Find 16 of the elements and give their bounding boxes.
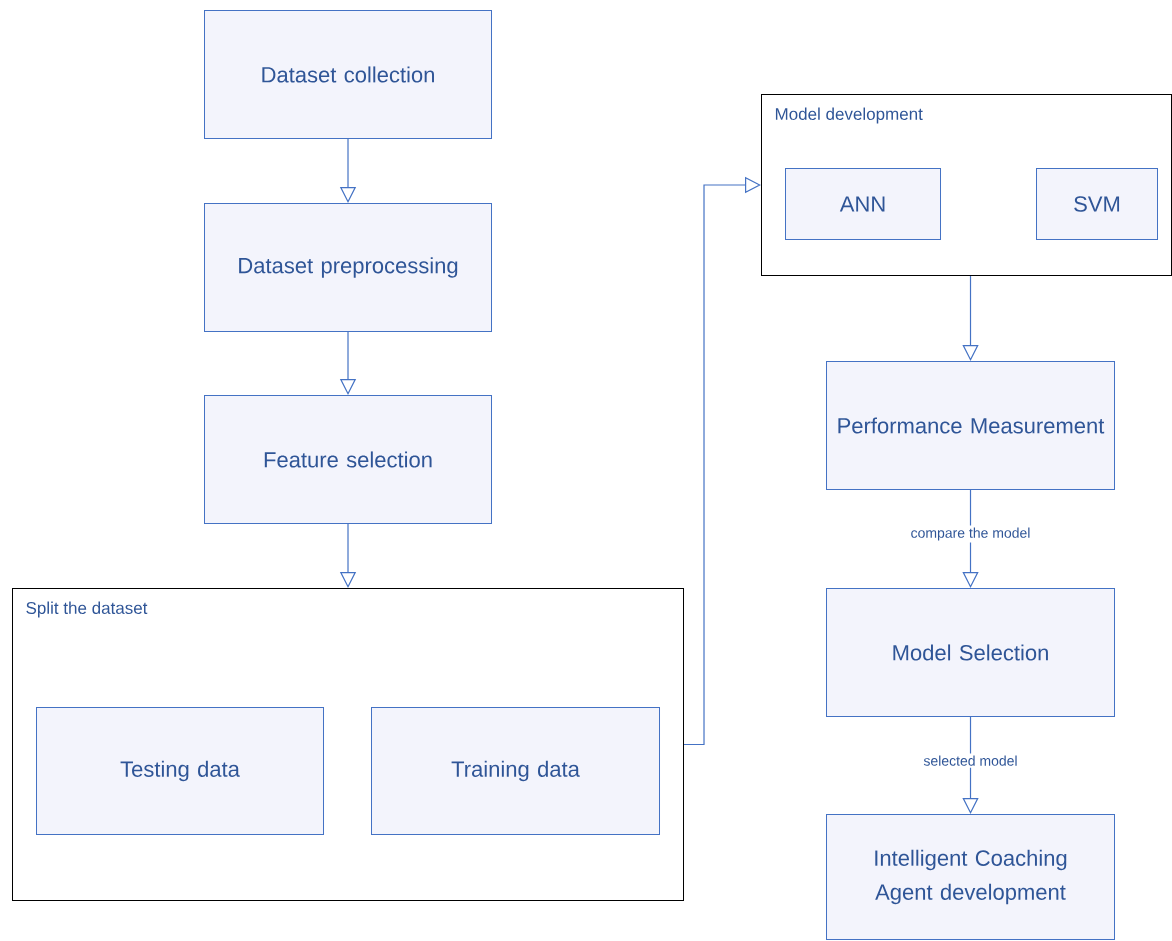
arrow [962,716,979,814]
process-box: Model Selection [826,588,1115,717]
process-box: Dataset preprocessing [204,203,492,332]
process-box: Dataset collection [204,10,492,139]
arrow [683,176,761,746]
edge-label: selected model [921,753,1020,768]
model-box: Training data [371,707,660,835]
edge-label: compare the model [908,525,1033,543]
model-box: ANN [785,168,941,240]
model-box: SVM [1036,168,1158,240]
process-box: Feature selection [204,395,492,524]
process-box: Performance Measurement [826,361,1115,490]
process-box: Intelligent Coaching Agent development [826,814,1115,940]
model-box: Testing data [36,707,324,835]
arrow [962,275,979,361]
arrow [962,489,979,588]
